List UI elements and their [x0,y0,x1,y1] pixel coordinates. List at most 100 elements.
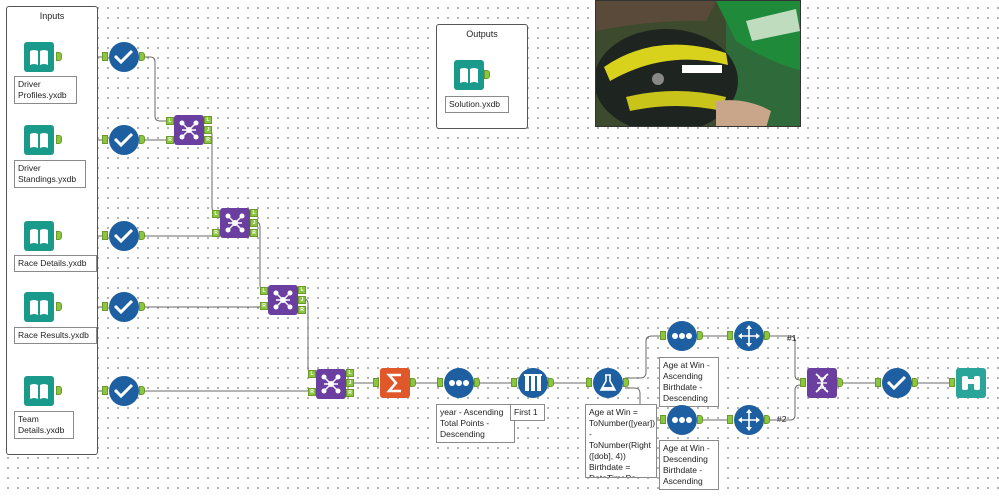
checkmark-icon [109,221,139,251]
select-tool-4[interactable] [109,292,139,322]
formula-tool[interactable] [593,368,623,398]
join-join-output-anchor[interactable]: J [298,296,306,304]
sort-tool-top[interactable] [667,321,697,351]
sort-output-anchor[interactable] [697,331,703,340]
select-tool-2[interactable] [109,125,139,155]
select-input-anchor[interactable] [102,52,108,61]
join-right-output-anchor[interactable]: R [346,389,354,397]
join-icon [220,208,250,238]
select-output-anchor[interactable] [139,302,145,311]
input-label-driver-profiles: Driver Profiles.yxdb [14,76,77,104]
wire-label-2: #2 [777,414,787,424]
sort-input-anchor[interactable] [660,415,666,424]
select-tool-3[interactable] [109,221,139,251]
input-label-team-details: Team Details.yxdb [14,411,74,439]
summarize-output-anchor[interactable] [410,378,416,387]
select-output-anchor[interactable] [139,386,145,395]
join-tool-1[interactable] [174,115,204,145]
join-right-anchor[interactable]: R [166,136,174,144]
sort-tool-1[interactable] [444,368,474,398]
input-tool-team-details[interactable] [24,376,54,406]
join-icon [268,285,298,315]
sort-input-anchor[interactable] [660,331,666,340]
select-input-anchor[interactable] [875,378,881,387]
output-input-anchor[interactable] [484,70,490,79]
select-tool-5[interactable] [109,376,139,406]
join-left-anchor[interactable]: L [212,210,220,218]
formula-output-anchor[interactable] [623,378,629,387]
summarize-tool[interactable] [380,368,410,398]
join-left-anchor[interactable]: L [308,370,316,378]
select-records-input-anchor[interactable] [727,331,733,340]
select-output-anchor[interactable] [139,52,145,61]
join-tool-4[interactable] [316,369,346,399]
join-tool-3[interactable] [268,285,298,315]
checkmark-icon [109,125,139,155]
select-records-tool-bottom[interactable] [734,405,764,435]
select-tool-1[interactable] [109,42,139,72]
join-right-output-anchor[interactable]: R [204,136,212,144]
sort-dots-icon [444,368,474,398]
join-join-output-anchor[interactable]: J [346,379,354,387]
input-label-race-details: Race Details.yxdb [14,255,97,272]
join-right-anchor[interactable]: R [308,388,316,396]
join-tool-2[interactable] [220,208,250,238]
union-output-anchor[interactable] [837,378,843,387]
sort-input-anchor[interactable] [437,378,443,387]
summarize-input-anchor[interactable] [373,378,379,387]
input-output-anchor[interactable] [56,386,62,395]
join-join-output-anchor[interactable]: J [204,126,212,134]
checkmark-icon [882,368,912,398]
sort-output-anchor[interactable] [697,415,703,424]
select-input-anchor[interactable] [102,386,108,395]
join-left-output-anchor[interactable]: L [250,209,258,217]
join-right-anchor[interactable]: R [212,229,220,237]
select-output-anchor[interactable] [139,135,145,144]
input-output-anchor[interactable] [56,231,62,240]
sample-input-anchor[interactable] [511,378,517,387]
formula-input-anchor[interactable] [586,378,592,387]
join-left-output-anchor[interactable]: L [346,369,354,377]
join-left-anchor[interactable]: L [166,117,174,125]
join-left-output-anchor[interactable]: L [298,286,306,294]
book-icon [24,125,54,155]
join-right-output-anchor[interactable]: R [298,306,306,314]
browse-tool[interactable] [956,368,986,398]
select-records-output-anchor[interactable] [764,331,770,340]
select-output-anchor[interactable] [912,378,918,387]
join-right-anchor[interactable]: R [260,302,268,310]
select-output-anchor[interactable] [139,231,145,240]
select-tool-final[interactable] [882,368,912,398]
input-tool-driver-standings[interactable] [24,125,54,155]
input-tool-race-details[interactable] [24,221,54,251]
sort-dots-icon [667,405,697,435]
input-label-race-results: Race Results.yxdb [14,327,97,344]
select-records-output-anchor[interactable] [764,415,770,424]
input-output-anchor[interactable] [56,135,62,144]
join-left-anchor[interactable]: L [260,287,268,295]
join-right-output-anchor[interactable]: R [250,229,258,237]
book-icon [24,42,54,72]
wire-label-1: #1 [787,333,797,343]
join-left-output-anchor[interactable]: L [204,116,212,124]
output-tool-solution[interactable] [454,60,484,90]
sample-output-anchor[interactable] [548,378,554,387]
select-input-anchor[interactable] [102,231,108,240]
input-tool-race-results[interactable] [24,292,54,322]
sample-icon [518,368,548,398]
input-output-anchor[interactable] [56,52,62,61]
select-records-input-anchor[interactable] [727,415,733,424]
join-join-output-anchor[interactable]: J [250,219,258,227]
select-input-anchor[interactable] [102,135,108,144]
union-tool[interactable] [807,368,837,398]
sample-tool[interactable] [518,368,548,398]
union-input-anchor[interactable] [800,378,806,387]
sort-tool-bottom[interactable] [667,405,697,435]
browse-input-anchor[interactable] [949,378,955,387]
select-input-anchor[interactable] [102,302,108,311]
sort-output-anchor[interactable] [474,378,480,387]
input-output-anchor[interactable] [56,302,62,311]
input-tool-driver-profiles[interactable] [24,42,54,72]
sort-top-annotation: Age at Win - Ascending Birthdate - Desce… [659,357,719,407]
select-records-tool-top[interactable] [734,321,764,351]
